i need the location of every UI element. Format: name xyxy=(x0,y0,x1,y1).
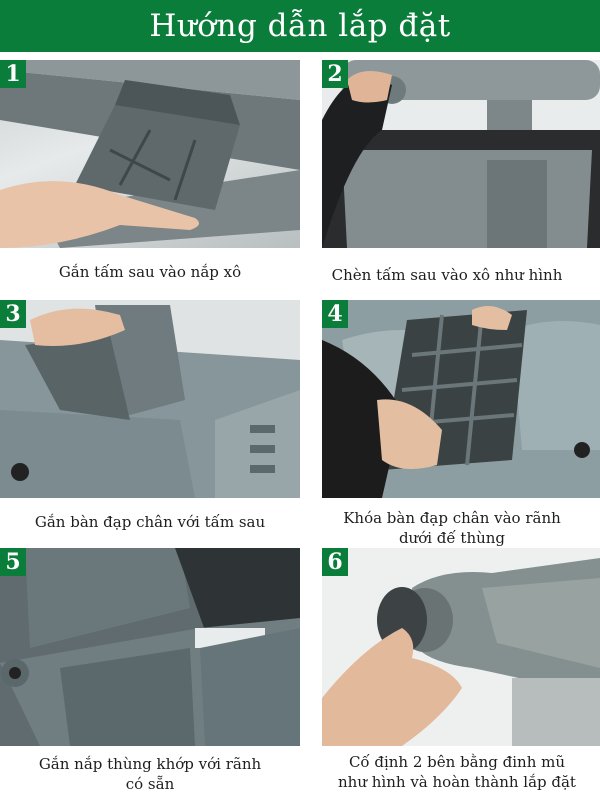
step-2-photo: 2 xyxy=(322,60,600,248)
step-5-caption-line-1: Gắn nắp thùng khớp với rãnh xyxy=(38,755,262,773)
page-title: Hướng dẫn lắp đặt xyxy=(149,8,451,44)
step-number-badge: 4 xyxy=(322,300,348,328)
bin-with-lid-illustration xyxy=(322,60,600,248)
step-3-caption: Gắn bàn đạp chân với tấm sau xyxy=(34,513,266,531)
step-4-caption-line-1: Khóa bàn đạp chân vào rãnh xyxy=(343,509,561,527)
step-6-caption-line-1: Cố định 2 bên bằng đinh mũ xyxy=(348,753,566,771)
step-4-caption-line-2: dưới đế thùng xyxy=(398,529,506,547)
step-1-caption: Gắn tấm sau vào nắp xô xyxy=(58,263,242,281)
lid-and-plate-illustration xyxy=(0,60,300,248)
pedal-under-base-illustration xyxy=(322,300,600,498)
step-2: 2 Chèn tấm sau vào xô như hình xyxy=(322,60,600,295)
step-3-photo: 3 xyxy=(0,300,300,498)
page-header: Hướng dẫn lắp đặt xyxy=(0,0,600,52)
step-6-photo: 6 xyxy=(322,548,600,746)
step-number-badge: 2 xyxy=(322,60,348,88)
step-6-caption: Cố định 2 bên bằng đinh mũ như hình và h… xyxy=(312,752,600,792)
step-number-badge: 5 xyxy=(0,548,26,576)
step-5-photo: 5 xyxy=(0,548,300,746)
step-5: 5 Gắn nắp thùng khớp với rãnh có sẵn xyxy=(0,548,300,800)
step-4-photo: 4 xyxy=(322,300,600,498)
step-6-caption-line-2: như hình và hoàn thành lắp đặt xyxy=(338,773,576,791)
step-1: 1 Gắn tấm sau vào nắp xô xyxy=(0,60,300,295)
step-5-caption: Gắn nắp thùng khớp với rãnh có sẵn xyxy=(0,754,300,794)
step-number-badge: 3 xyxy=(0,300,26,328)
lid-hinge-groove-illustration xyxy=(0,548,300,746)
step-3: 3 Gắn bàn đạp chân với tấm sau xyxy=(0,300,300,540)
step-6: 6 Cố định 2 bên bằng đinh mũ như hình và… xyxy=(322,548,600,800)
step-1-photo: 1 xyxy=(0,60,300,248)
step-number-badge: 6 xyxy=(322,548,348,576)
side-cap-pin-illustration xyxy=(322,558,600,746)
pedal-and-back-plate-illustration xyxy=(0,305,300,498)
step-4-caption: Khóa bàn đạp chân vào rãnh dưới đế thùng xyxy=(312,508,592,548)
step-4: 4 Khóa bàn đạp chân vào rãnh dưới đế thù… xyxy=(322,300,600,550)
step-2-caption: Chèn tấm sau vào xô như hình xyxy=(331,266,563,284)
step-number-badge: 1 xyxy=(0,60,26,88)
step-5-caption-line-2: có sẵn xyxy=(125,775,175,793)
